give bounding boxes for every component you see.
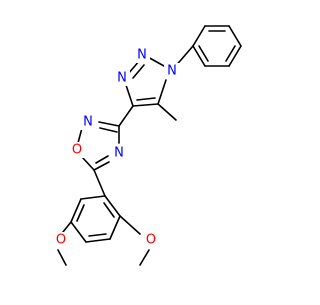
methyl-bond bbox=[157, 103, 177, 121]
atom-label: O bbox=[146, 233, 156, 248]
atom-label: N bbox=[117, 71, 127, 86]
bond-double bbox=[225, 45, 236, 62]
phenyl-ring bbox=[192, 25, 242, 67]
atom-O1: O bbox=[69, 142, 85, 158]
atom-label: N bbox=[83, 115, 93, 130]
atom-label: O bbox=[72, 143, 82, 158]
bond-double bbox=[99, 127, 118, 133]
bond-double bbox=[132, 64, 145, 79]
bond bbox=[132, 103, 159, 107]
oxadiazole-ring bbox=[77, 121, 120, 171]
bond bbox=[192, 45, 206, 67]
bond bbox=[125, 84, 134, 107]
bond bbox=[70, 198, 82, 223]
atom-label: O bbox=[56, 233, 66, 248]
bond bbox=[228, 45, 242, 67]
atom-N3: N bbox=[114, 70, 130, 86]
atom-N4: N bbox=[80, 114, 96, 130]
bond bbox=[98, 121, 120, 127]
bond bbox=[157, 79, 167, 105]
bond-double bbox=[88, 233, 107, 237]
bond bbox=[119, 215, 141, 235]
bond bbox=[118, 105, 134, 127]
bond bbox=[192, 25, 206, 47]
bond bbox=[70, 221, 87, 243]
bond bbox=[104, 195, 121, 217]
atom-label: N bbox=[137, 48, 147, 63]
bond-double bbox=[95, 155, 109, 164]
bond bbox=[85, 238, 111, 243]
atom-label: N bbox=[114, 146, 124, 161]
bond bbox=[81, 156, 95, 171]
triazole-ring bbox=[125, 55, 167, 107]
atom-N5: N bbox=[111, 145, 127, 161]
bond bbox=[80, 195, 106, 200]
bond bbox=[109, 215, 121, 240]
methoxy-bond bbox=[139, 249, 150, 266]
bond-double bbox=[76, 204, 85, 222]
bond bbox=[93, 169, 106, 197]
molecule-canvas: N N N N N O O O bbox=[53, 25, 242, 266]
atom-N2: N bbox=[134, 47, 150, 63]
bond bbox=[77, 127, 83, 144]
atom-label: N bbox=[167, 64, 177, 79]
bond-double bbox=[103, 202, 115, 218]
dimethoxyphenyl-ring bbox=[70, 195, 121, 243]
atom-O3: O bbox=[143, 232, 159, 248]
methoxy-bond bbox=[57, 249, 67, 266]
bond-double bbox=[136, 97, 156, 101]
bond-double bbox=[198, 45, 209, 62]
bond bbox=[228, 25, 242, 47]
atom-O2: O bbox=[53, 232, 69, 248]
atom-N1: N bbox=[164, 63, 180, 79]
bond bbox=[62, 221, 72, 233]
bond bbox=[93, 161, 110, 171]
molecule-structure: N N N N N O O O bbox=[53, 25, 242, 266]
